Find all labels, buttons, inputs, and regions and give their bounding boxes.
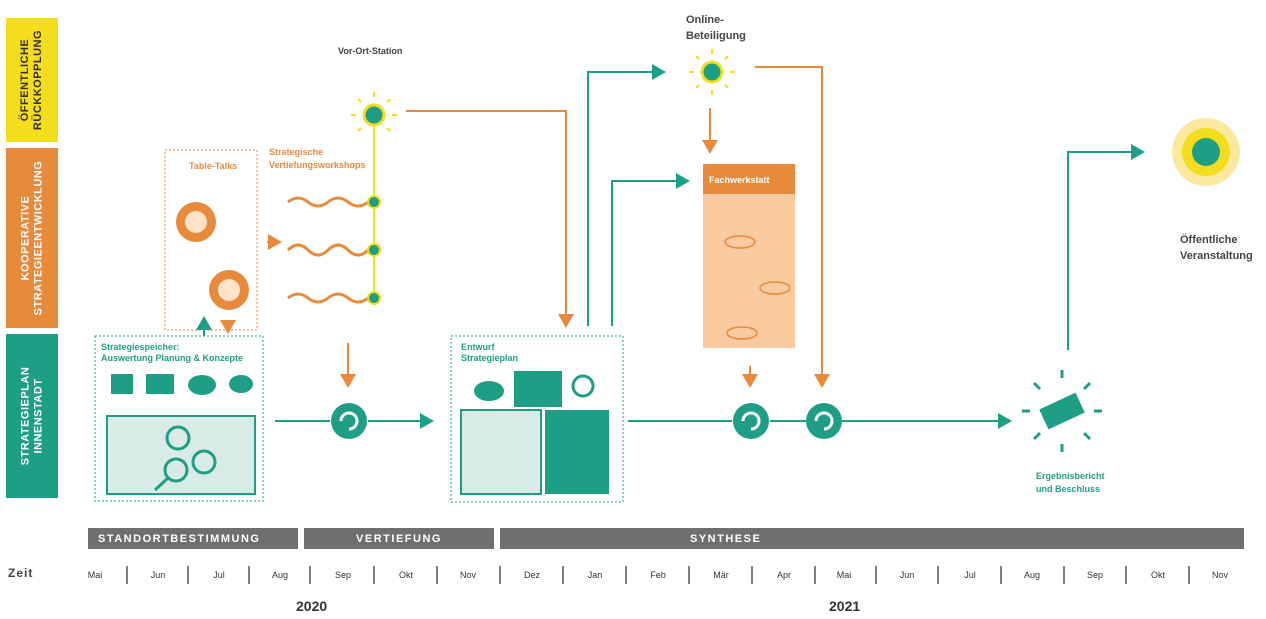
magnifier-icon <box>571 374 595 398</box>
month-label: Jun <box>899 570 915 580</box>
phase-label: SYNTHESE <box>690 532 762 545</box>
magnifier-icon <box>153 425 217 492</box>
month-label: Okt <box>398 570 413 580</box>
phase-standortbestimmung: STANDORTBESTIMMUNG <box>88 528 298 549</box>
month-separators <box>126 566 1190 584</box>
entwurf-grid-panel <box>514 371 562 407</box>
year-label: 2020 <box>296 598 328 614</box>
fachwerkstatt-body <box>703 194 795 348</box>
entwurf-box <box>450 335 624 503</box>
month-label: Sep <box>334 570 351 580</box>
month-label: Jul <box>964 570 976 580</box>
cloud-icon <box>188 375 216 395</box>
online-participation-label: Online- Beteiligung <box>686 14 746 42</box>
workshop-node <box>367 243 381 257</box>
document-icon <box>111 374 133 394</box>
table-talks-box <box>164 149 258 331</box>
entwurf-label: Entwurf Strategieplan <box>461 342 519 363</box>
table-talk-icon <box>176 202 216 242</box>
cycle-node <box>733 403 769 439</box>
workshop-wave-icon <box>286 196 382 304</box>
phase-label: STANDORTBESTIMMUNG <box>98 532 261 545</box>
band-cooperative: KOOPERATIVE STRATEGIEENTWICKLUNG <box>6 148 58 328</box>
public-event-icon <box>1172 118 1240 186</box>
month-label: Mär <box>713 570 729 580</box>
ergebnisbericht-label: Ergebnisbericht und Beschluss <box>1036 471 1105 494</box>
year-label: 2021 <box>829 598 861 614</box>
workshops-label: Strategische Vertiefungsworkshops <box>269 147 366 170</box>
strategiespeicher-label: Strategiespeicher: Auswertung Planung & … <box>101 342 244 363</box>
month-label: Apr <box>776 570 791 580</box>
band-public-feedback: ÖFFENTLICHE RÜCKKOPPLUNG <box>6 18 58 142</box>
vor-ort-station-label: Vor-Ort-Station <box>338 46 403 56</box>
workshop-node <box>367 291 381 305</box>
month-label: Feb <box>650 570 666 580</box>
month-label: Aug <box>1023 570 1040 580</box>
fachwerkstatt-label: Fachwerkstatt <box>709 175 770 185</box>
public-event-label: Öffentliche Veranstaltung <box>1180 234 1253 262</box>
speech-bubble-icon <box>229 375 253 393</box>
map-icon <box>146 374 174 394</box>
vor-ort-station-icon <box>351 92 397 138</box>
phase-synthese: SYNTHESE <box>500 528 1244 549</box>
month-label: Sep <box>1086 570 1103 580</box>
strategiespeicher-box <box>94 335 264 502</box>
main-flow-line <box>196 64 1145 429</box>
band-strategy-plan: STRATEGIEPLAN INNENSTADT <box>6 334 58 498</box>
month-label: Jun <box>150 570 166 580</box>
orange-flow-arrows <box>220 66 830 388</box>
online-participation-icon <box>689 49 735 95</box>
ergebnisbericht-icon <box>1022 370 1102 452</box>
month-label: Okt <box>1150 570 1165 580</box>
month-label: Nov <box>1211 570 1228 580</box>
discussion-icon <box>724 235 756 249</box>
month-label: Nov <box>459 570 476 580</box>
phase-vertiefung: VERTIEFUNG <box>304 528 494 549</box>
cloud-icon <box>474 381 504 401</box>
zeit-label: Zeit <box>8 566 34 580</box>
cycle-node <box>806 403 842 439</box>
month-label: Mai <box>87 570 103 580</box>
discussion-icon <box>759 281 791 295</box>
table-talk-icon <box>209 270 249 310</box>
table-talks-label: Table-Talks <box>189 161 238 171</box>
entwurf-chat-panel <box>545 410 609 494</box>
discussion-icon <box>726 326 758 340</box>
workshop-node <box>367 195 381 209</box>
month-label: Jan <box>587 570 603 580</box>
entwurf-map-panel <box>460 409 542 495</box>
month-label: Jul <box>213 570 225 580</box>
month-label: Mai <box>836 570 852 580</box>
fachwerkstatt-header <box>703 164 795 194</box>
month-label: Dez <box>523 570 540 580</box>
month-label: Aug <box>271 570 288 580</box>
cycle-node <box>331 403 367 439</box>
phase-label: VERTIEFUNG <box>356 532 442 545</box>
